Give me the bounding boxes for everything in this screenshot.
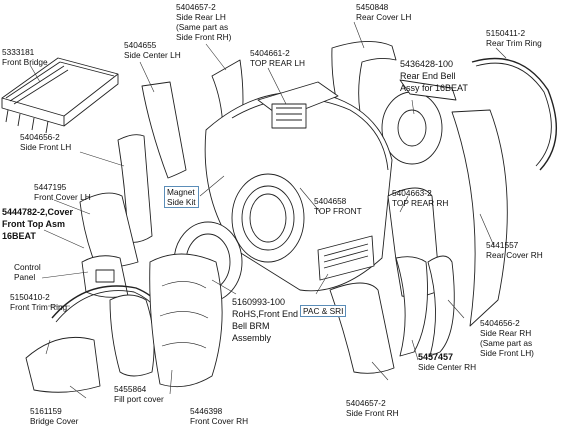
main-magnet-body: [204, 81, 393, 292]
bridge-cover-part: [25, 336, 101, 393]
side-front-lh-part: [117, 134, 153, 243]
leader-lines: [29, 21, 507, 399]
front-cover-rh-part: [149, 253, 223, 388]
fill-port-cover-part: [109, 294, 155, 377]
side-center-rh-part: [395, 256, 428, 357]
side-rear-rh-part: [427, 255, 455, 357]
side-front-rh-part: [329, 282, 395, 374]
side-center-lh-part: [141, 81, 187, 179]
rear-trim-ring-part: [471, 57, 558, 171]
rear-cover-rh-part: [451, 109, 508, 327]
label-pac-sri: PAC & SRI: [300, 305, 347, 317]
front-bridge-part: [1, 57, 119, 134]
rear-end-bell-part: [381, 79, 457, 165]
